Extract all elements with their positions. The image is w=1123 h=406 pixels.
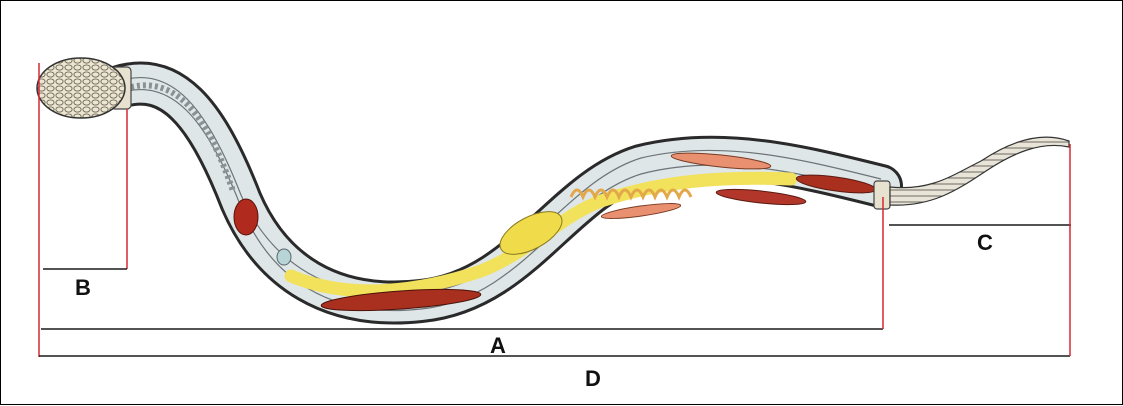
label-c: C [977,230,993,255]
label-a: A [490,333,506,358]
small-cell [277,249,291,265]
label-d: D [585,366,601,391]
head [37,58,125,118]
worm-body [37,58,1069,315]
posterior-organ-2 [716,186,807,207]
tail [890,137,1069,205]
label-b: B [75,275,91,300]
nerve-ring [234,199,258,235]
tail-collar [874,181,890,209]
